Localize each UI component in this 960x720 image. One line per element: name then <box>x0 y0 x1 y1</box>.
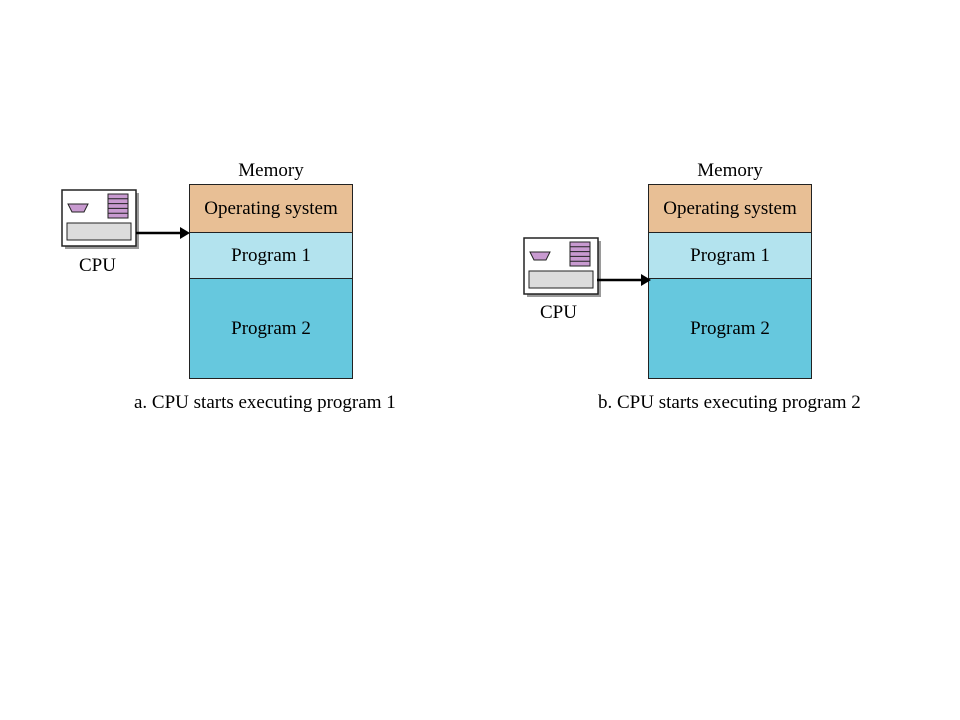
arrow-icon <box>136 227 190 239</box>
segment-program-1: Program 1 <box>190 233 352 279</box>
arrow-icon <box>597 274 651 286</box>
memory-title: Memory <box>697 160 763 181</box>
cpu-label: CPU <box>79 255 116 276</box>
memory-block: Operating system Program 1 Program 2 <box>648 184 812 379</box>
cpu-label: CPU <box>540 302 577 323</box>
cpu-icon <box>61 189 139 249</box>
segment-program-2: Program 2 <box>649 279 811 378</box>
caption-a: a. CPU starts executing program 1 <box>134 392 396 413</box>
cpu-icon <box>523 237 601 297</box>
memory-title: Memory <box>238 160 304 181</box>
segment-operating-system: Operating system <box>190 185 352 233</box>
segment-program-1: Program 1 <box>649 233 811 279</box>
caption-b: b. CPU starts executing program 2 <box>598 392 861 413</box>
memory-block: Operating system Program 1 Program 2 <box>189 184 353 379</box>
segment-program-2: Program 2 <box>190 279 352 378</box>
segment-operating-system: Operating system <box>649 185 811 233</box>
